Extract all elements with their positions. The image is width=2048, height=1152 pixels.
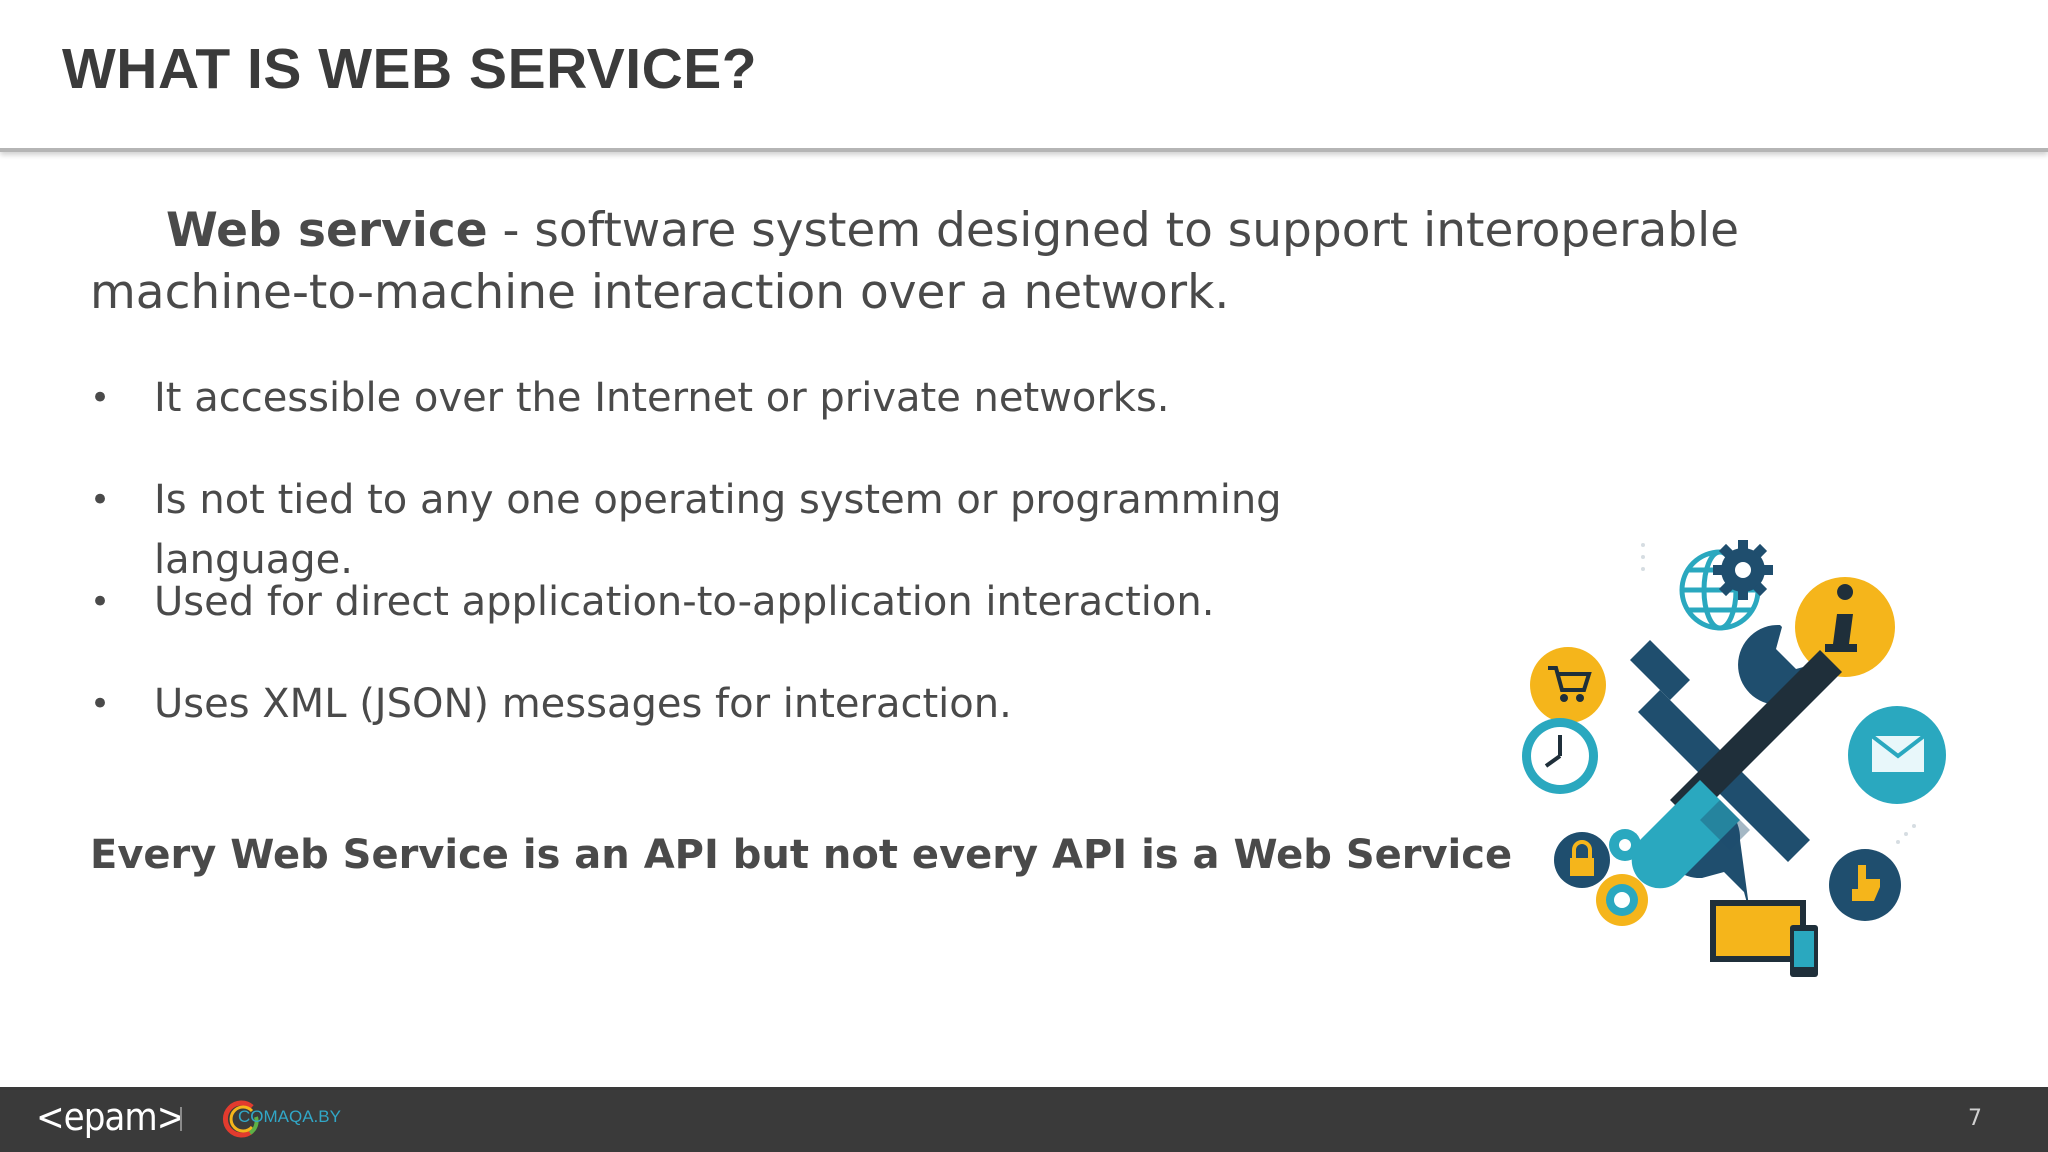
definition-paragraph: Web service - software system designed t…	[90, 200, 1970, 324]
web-service-illustration	[1522, 540, 1946, 977]
epam-logo: <epam>	[36, 1095, 185, 1139]
definition-text: - software system designed to support in…	[90, 203, 1740, 320]
list-item: •Is not tied to any one operating system…	[90, 470, 1490, 583]
mail-icon	[1848, 706, 1946, 804]
definition-term: Web service	[166, 203, 488, 258]
bullet-dot: •	[90, 480, 111, 520]
bullet-list: •It accessible over the Internet or priv…	[90, 368, 1490, 776]
bullet-dot: •	[90, 378, 111, 418]
slide-title: WHAT IS WEB SERVICE?	[62, 37, 758, 101]
touch-icon	[1829, 849, 1901, 921]
gear-icon	[1713, 540, 1773, 600]
bullet-dot: •	[90, 684, 111, 724]
page-number: 7	[1968, 1106, 1982, 1131]
clock-icon	[1522, 718, 1598, 794]
list-item: •Used for direct application-to-applicat…	[90, 572, 1490, 674]
gear-icon	[1596, 829, 1648, 926]
screwdriver-icon	[1631, 650, 1842, 889]
comaqa-logo-icon	[222, 1100, 259, 1138]
comaqa-logo: COMAQA.BY	[222, 1097, 341, 1143]
lock-icon	[1554, 832, 1610, 888]
tagline: Every Web Service is an API but not ever…	[90, 832, 1513, 878]
bullet-dot: •	[90, 582, 111, 622]
phone-icon	[1790, 925, 1818, 977]
list-item: •Uses XML (JSON) messages for interactio…	[90, 674, 1490, 776]
cart-icon	[1530, 647, 1606, 723]
dotted-line-decoration	[1641, 543, 1916, 844]
slide-footer: <epam> COMAQA.BY 7	[0, 1087, 2048, 1152]
footer-divider	[180, 1107, 182, 1131]
list-item: •It accessible over the Internet or priv…	[90, 368, 1490, 470]
comaqa-logo-text: COMAQA.BY	[238, 1107, 341, 1126]
slide-header: WHAT IS WEB SERVICE?	[0, 0, 2048, 152]
